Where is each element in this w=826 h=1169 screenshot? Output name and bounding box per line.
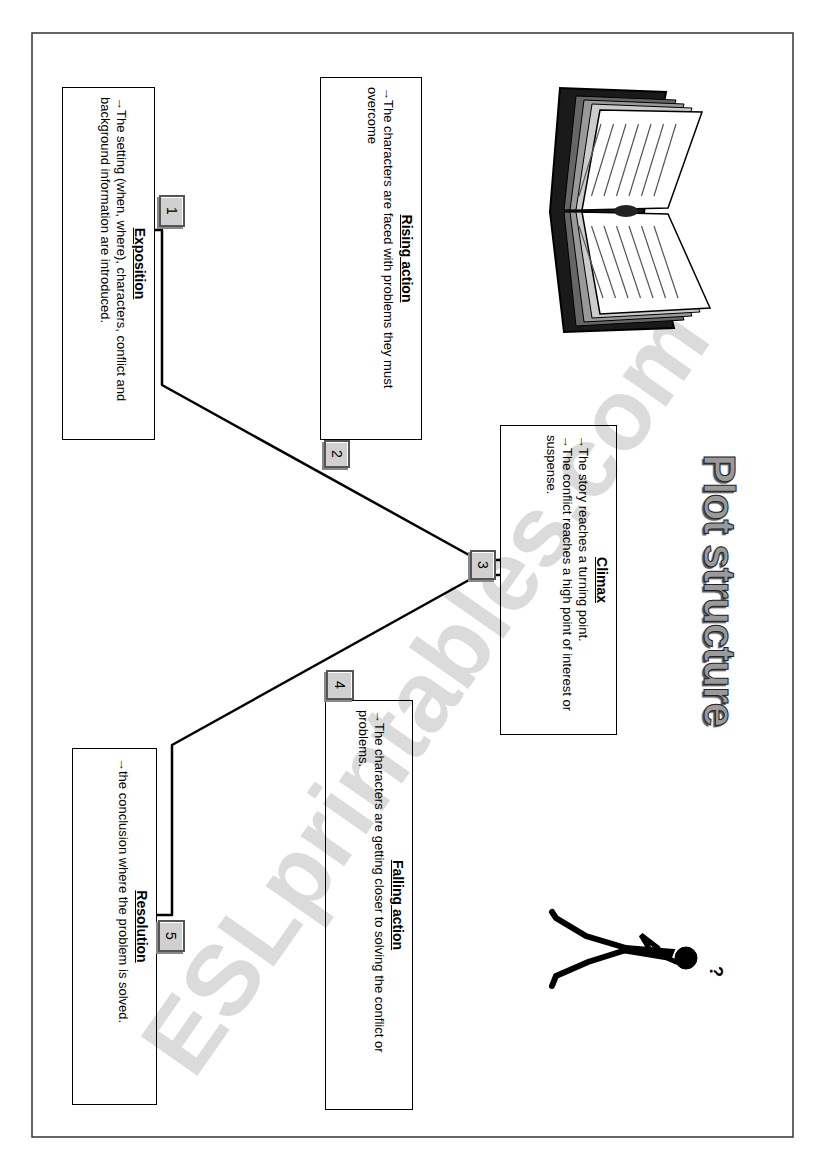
- book-text-line: [579, 226, 603, 298]
- stage-description: →The conflict reaches a high point of in…: [542, 435, 575, 725]
- callout-number: 5: [158, 920, 185, 952]
- book-text-line: [629, 226, 653, 298]
- book-text-line: [654, 226, 678, 298]
- page-frame: [32, 33, 793, 1137]
- book-text-line: [579, 124, 601, 196]
- book-text-line: [642, 226, 666, 298]
- book-text-line: [617, 226, 641, 298]
- book-text-line: [617, 124, 639, 196]
- callout-number: 4: [326, 670, 354, 700]
- stage-heading: Resolution: [133, 758, 150, 1095]
- stage-description: →The characters are faced with problems …: [364, 87, 397, 430]
- callout-number: 3: [470, 550, 496, 580]
- book-illustration: [550, 88, 710, 332]
- stage-heading: Exposition: [131, 97, 148, 430]
- book-text-line: [592, 226, 616, 298]
- question-mark: ?: [705, 966, 726, 977]
- plot-line: [157, 575, 500, 915]
- stage-heading: Rising action: [398, 87, 415, 430]
- plot-stage-box: Falling action→The characters are gettin…: [325, 700, 413, 1110]
- plot-stage-box: Exposition→The setting (when, where), ch…: [62, 87, 155, 440]
- stage-heading: Falling action: [389, 710, 406, 1100]
- plot-stage-box: Climax→The story reaches a turning point…: [500, 425, 617, 735]
- page-title: Plot structure: [694, 454, 744, 726]
- stage-description: →the conclusion where the problem is sol…: [115, 758, 131, 1095]
- book-text-line: [629, 124, 651, 196]
- callout-number: 2: [324, 440, 350, 468]
- plot-stage-box: Resolution→the conclusion where the prob…: [72, 748, 157, 1105]
- stage-description: →The story reaches a turning point.: [575, 435, 591, 725]
- stage-description: →The characters are getting closer to so…: [355, 710, 388, 1100]
- plot-stage-box: Rising action→The characters are faced w…: [320, 77, 422, 440]
- book-text-line: [604, 226, 628, 298]
- watermark: ESLprintables.com: [118, 286, 732, 1094]
- plot-line: [155, 230, 500, 560]
- stage-heading: Climax: [593, 435, 610, 725]
- book-text-line: [604, 124, 626, 196]
- book-text-line: [642, 124, 664, 196]
- thinking-man-figure: [552, 912, 697, 986]
- stage-description: →The setting (when, where), characters, …: [97, 97, 130, 430]
- book-text-line: [592, 124, 614, 196]
- callout-number: 1: [159, 195, 185, 227]
- book-text-line: [654, 124, 676, 196]
